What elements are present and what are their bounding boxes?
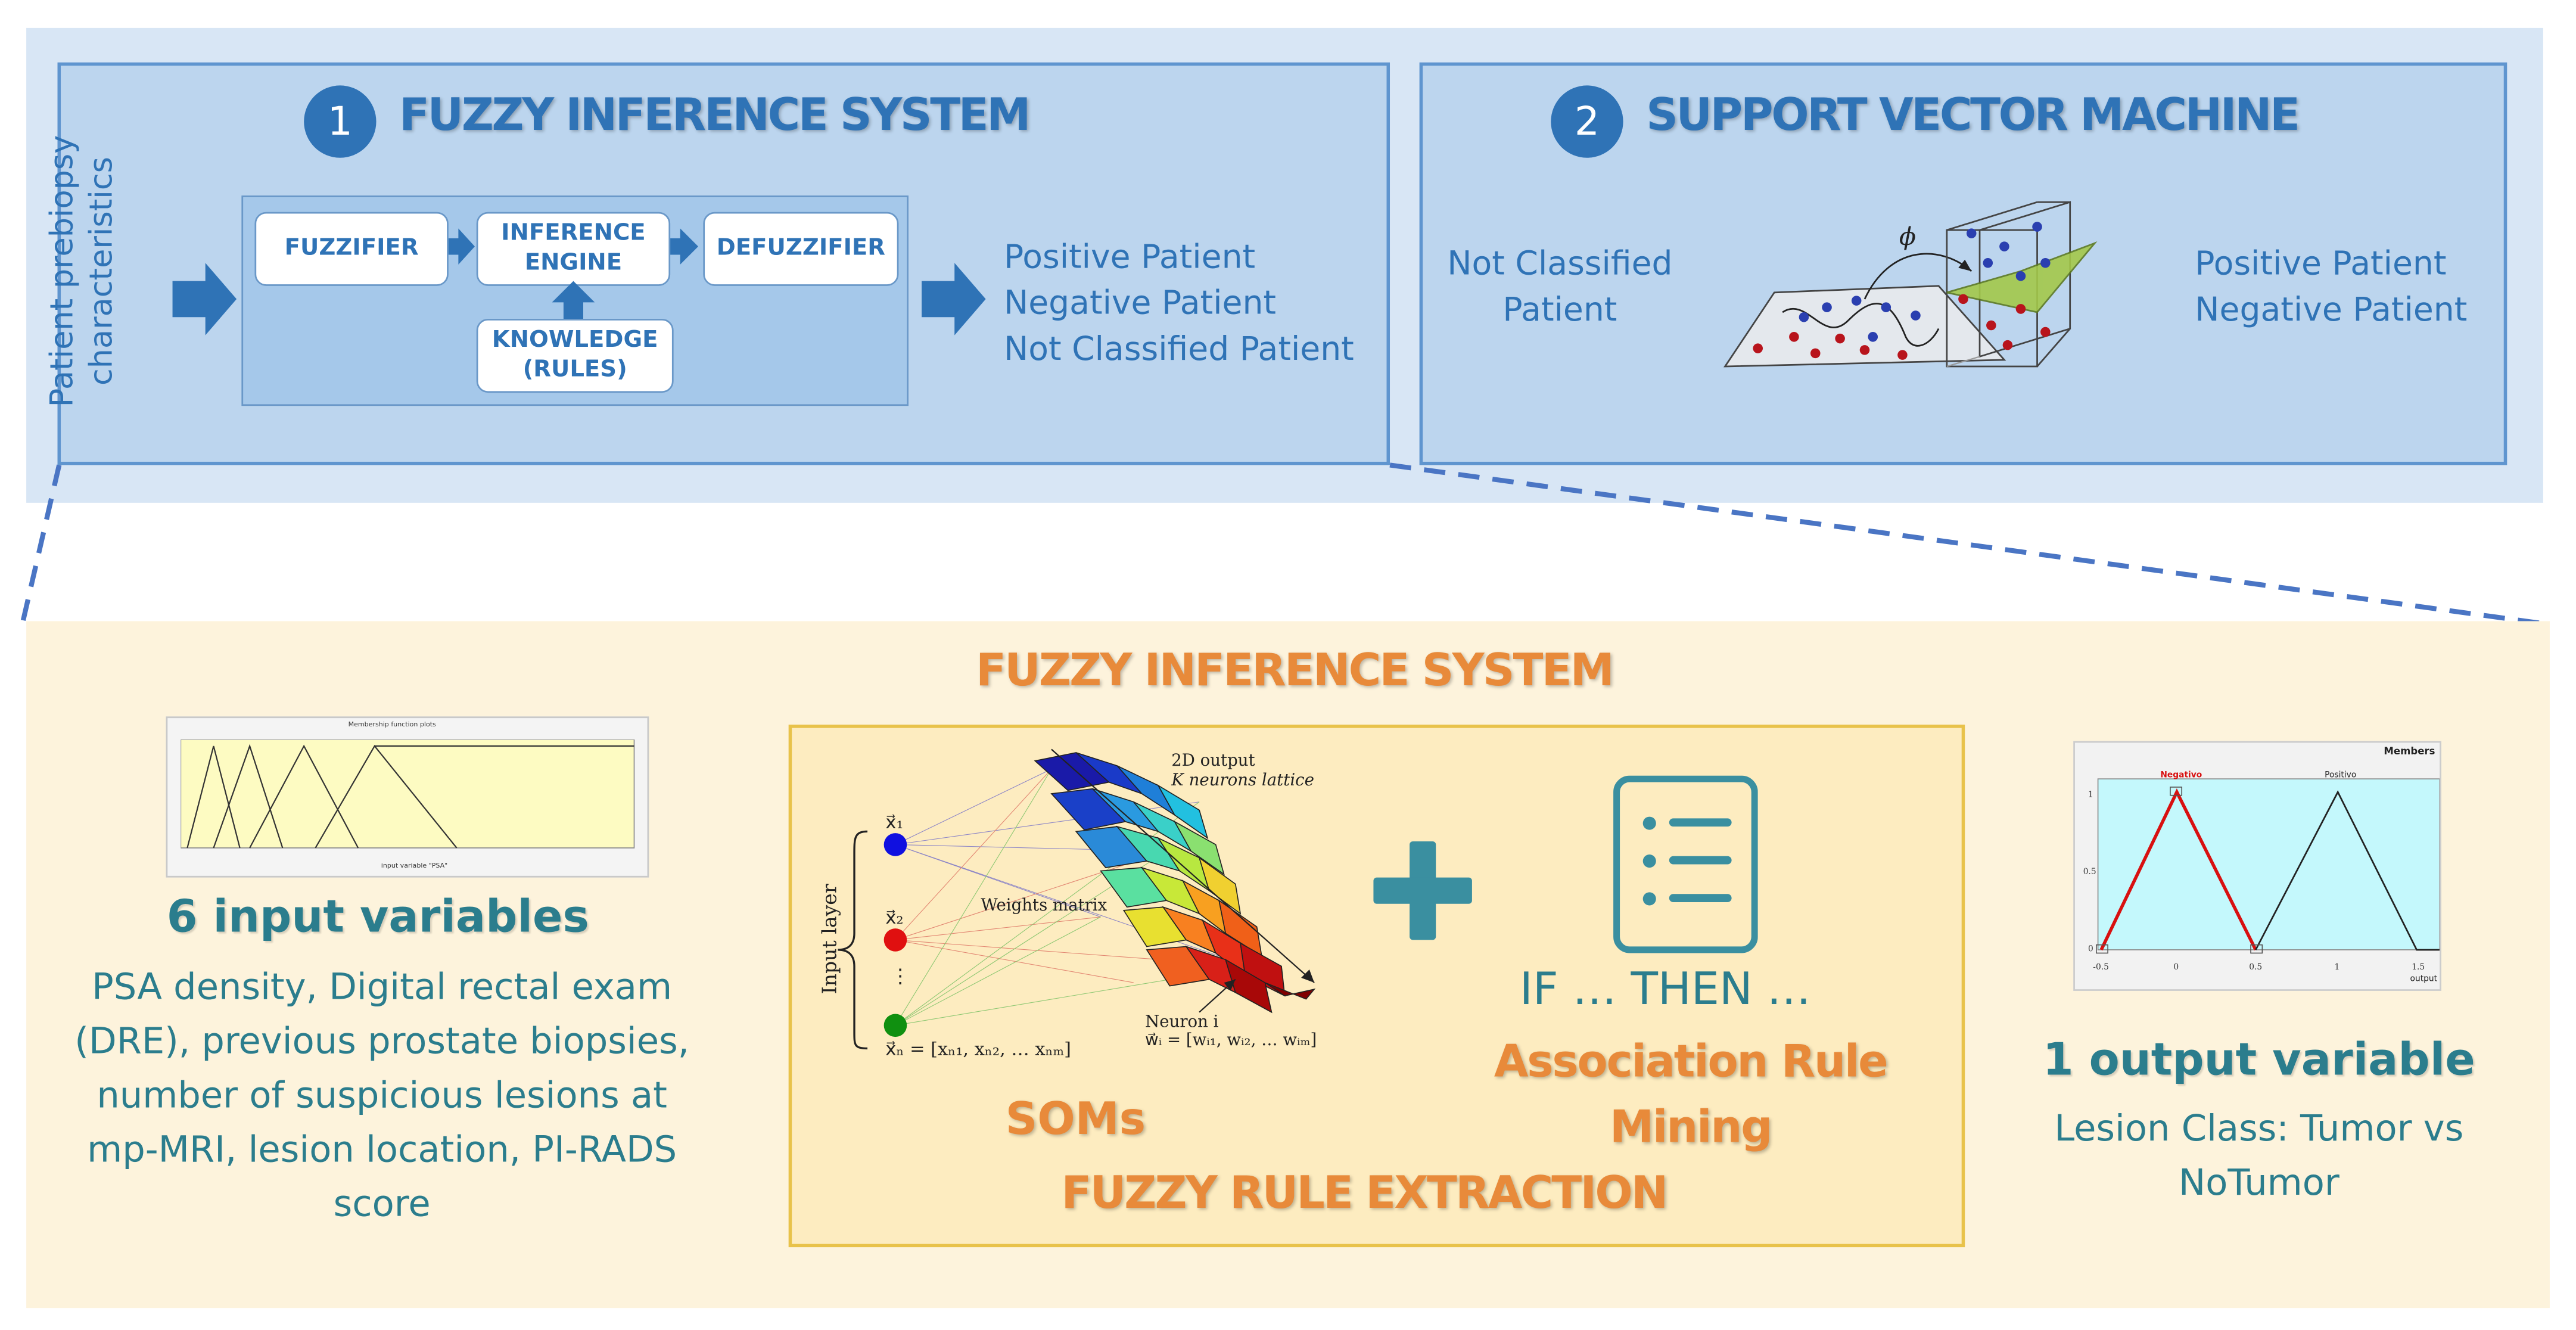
if-then-label: IF … THEN …	[1519, 964, 1811, 1016]
input-arrow-icon	[172, 263, 237, 335]
svg-text:-0.5: -0.5	[2093, 962, 2109, 972]
association-rule-mining-label: Association Rule Mining	[1482, 1030, 1899, 1162]
som-x1-label: x⃗₁	[885, 812, 904, 834]
svm-input-line1: Not Classified	[1447, 243, 1673, 283]
svg-text:⋮: ⋮	[891, 964, 910, 987]
som-output-line2: K neurons lattice	[1171, 772, 1314, 791]
som-xn-formula: x⃗ₙ = [xₙ₁, xₙ₂, … xₙₘ]	[885, 1038, 1072, 1060]
phi-mapping-arrow	[1863, 253, 1973, 300]
inference-engine-box: INFERENCE ENGINE	[476, 212, 671, 286]
rule-extraction-box	[788, 725, 1965, 1248]
output-variable-heading: 1 output variable	[2042, 1035, 2475, 1086]
input-space-plane	[1723, 285, 2006, 368]
knowledge-rules-box: KNOWLEDGE (RULES)	[476, 318, 674, 393]
input-layer-label: Input layer	[818, 884, 841, 995]
inference-engine-line1: INFERENCE	[501, 220, 646, 247]
output-description-line1: Lesion Class: Tumor vs	[2054, 1109, 2464, 1151]
svm-input-line2: Patient	[1502, 289, 1617, 329]
input-membership-plot: Membership function plots input variable…	[166, 716, 649, 878]
input-variables-heading: 6 input variables	[166, 892, 589, 943]
weights-matrix-label: Weights matrix	[981, 897, 1107, 916]
neuron-weights-formula: w⃗ᵢ = [wᵢ₁, wᵢ₂, … wᵢₘ]	[1145, 1031, 1317, 1051]
output-description-line2: NoTumor	[2178, 1163, 2339, 1205]
fis-step-number: 1	[304, 85, 377, 158]
output-membership-plot: Members 1 0.5 0 -0.5 0 0.5 1 1.5 Negativ…	[2073, 741, 2441, 991]
fis-output-arrow-icon	[922, 263, 986, 335]
defuzzifier-box: DEFUZZIFIER	[703, 212, 899, 286]
soms-label: SOMs	[1005, 1094, 1146, 1146]
knowledge-to-engine-arrow-icon	[552, 281, 595, 319]
svm-title: SUPPORT VECTOR MACHINE	[1646, 90, 2300, 142]
svm-step-number: 2	[1551, 85, 1623, 158]
output-plot-positivo-label: Positivo	[2325, 770, 2357, 781]
svm-output-positive: Positive Patient	[2195, 243, 2447, 283]
output-plot-xlabel: output	[2410, 974, 2438, 984]
arm-line2: Mining	[1610, 1102, 1772, 1154]
input-membership-curves	[181, 739, 635, 849]
svg-text:0: 0	[2173, 962, 2179, 972]
output-membership-curves: 1 0.5 0 -0.5 0 0.5 1 1.5	[2083, 778, 2440, 972]
svg-text:0.5: 0.5	[2083, 867, 2096, 877]
input-layer-brace	[838, 830, 868, 1050]
fis-output-negative: Negative Patient	[1003, 282, 1277, 322]
inference-engine-line2: ENGINE	[524, 248, 623, 275]
som-output-label: 2D output K neurons lattice	[1171, 753, 1314, 792]
fuzzifier-to-engine-arrow-icon	[448, 228, 475, 265]
zoom-line-left	[20, 464, 62, 622]
som-illustration: ⋮	[838, 748, 1316, 1050]
input-node-x2-icon	[883, 928, 907, 952]
input-variables-description: PSA density, Digital rectal exam (DRE), …	[74, 968, 689, 1226]
svm-output-list: Positive Patient Negative Patient	[2195, 240, 2467, 332]
rule-list-icon	[1613, 775, 1758, 953]
phi-symbol: ϕ	[1899, 222, 1917, 251]
svg-text:1: 1	[2088, 790, 2093, 799]
engine-to-defuzzifier-arrow-icon	[670, 228, 699, 265]
input-node-xn-icon	[883, 1014, 907, 1037]
fuzzifier-box: FUZZIFIER	[254, 212, 449, 286]
input-node-x1-icon	[883, 833, 907, 856]
output-plot-header: Members	[2384, 745, 2435, 758]
neuron-lattice	[1034, 752, 1316, 1014]
knowledge-line2: (RULES)	[522, 356, 627, 383]
arm-line1: Association Rule	[1494, 1037, 1889, 1088]
svg-text:0: 0	[2088, 944, 2093, 954]
svm-kernel-illustration	[1723, 201, 2098, 368]
som-output-line1: 2D output	[1171, 753, 1255, 771]
fis-output-not-classified: Not Classified Patient	[1003, 328, 1354, 368]
svg-text:1: 1	[2335, 962, 2340, 972]
svm-input-label: Not Classified Patient	[1441, 240, 1679, 332]
separating-curve	[1782, 303, 1940, 347]
fuzzy-rule-extraction-label: FUZZY RULE EXTRACTION	[1061, 1168, 1668, 1220]
detail-title: FUZZY INFERENCE SYSTEM	[976, 645, 1614, 697]
negativo-curve	[2099, 788, 2257, 951]
input-plot-xlabel: input variable "PSA"	[381, 861, 448, 869]
knowledge-line1: KNOWLEDGE	[491, 327, 658, 353]
input-plot-header: Membership function plots	[348, 719, 436, 728]
fis-title: FUZZY INFERENCE SYSTEM	[399, 90, 1031, 142]
svg-text:0.5: 0.5	[2249, 962, 2262, 972]
svm-output-negative: Negative Patient	[2195, 289, 2468, 329]
output-plot-negativo-label: Negativo	[2160, 770, 2202, 781]
svg-text:1.5: 1.5	[2412, 962, 2425, 972]
plus-icon	[1373, 841, 1472, 940]
som-x2-label: x⃗₂	[885, 907, 904, 929]
neuron-label: Neuron i	[1145, 1014, 1219, 1032]
fis-output-list: Positive Patient Negative Patient Not Cl…	[1004, 234, 1354, 372]
zoom-line-right	[1389, 462, 2550, 627]
positivo-curve	[2255, 790, 2440, 951]
output-variable-description: Lesion Class: Tumor vs NoTumor	[2004, 1102, 2513, 1211]
feature-space-cube-back	[1978, 201, 2071, 358]
fis-output-positive: Positive Patient	[1003, 237, 1256, 276]
